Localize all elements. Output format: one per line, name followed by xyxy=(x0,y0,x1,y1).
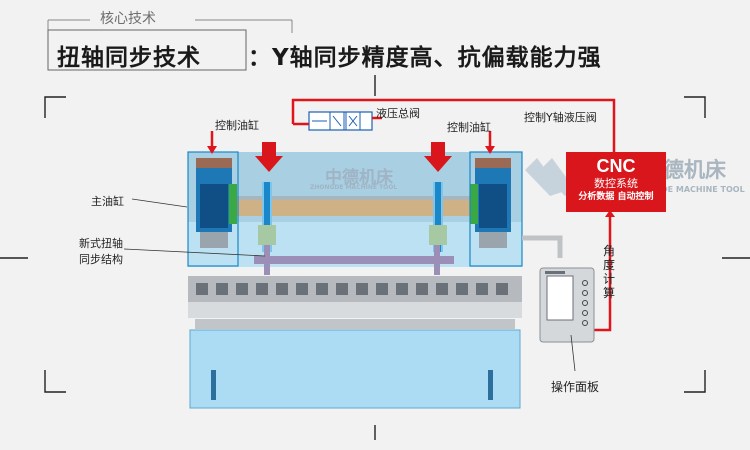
cnc-title: CNC xyxy=(596,156,636,176)
page-subtitle: ：Y轴同步精度高、抗偏载能力强 xyxy=(248,45,602,71)
cnc-subtitle: 数控系统 xyxy=(594,177,638,190)
main-cylinder-box-right xyxy=(469,151,523,267)
control-pipe xyxy=(522,235,563,258)
hydraulic-valve xyxy=(308,111,373,131)
section-tag: 核心技术 xyxy=(100,11,156,27)
ram-clamps xyxy=(196,283,508,295)
cnc-system-box: CNC 数控系统 分析数据 自动控制 xyxy=(566,152,666,212)
label-torsion-structure: 新式扭轴 同步结构 xyxy=(79,237,123,266)
label-control-panel: 操作面板 xyxy=(551,380,600,394)
control-rod-left xyxy=(258,182,276,252)
control-panel xyxy=(539,267,595,343)
page-title: 扭轴同步技术 xyxy=(57,45,201,71)
label-hydraulic-valve: 液压总阀 xyxy=(376,107,420,120)
table-slot-left xyxy=(211,370,216,400)
lower-die xyxy=(195,319,515,329)
beam-edge xyxy=(230,196,475,200)
title-box xyxy=(47,29,247,71)
beam-tan-band xyxy=(230,200,475,216)
right-main-cylinder xyxy=(470,158,511,248)
watermark-cn-right: 德机床 xyxy=(663,158,726,182)
leader-lines xyxy=(123,198,576,372)
cnc-features: 分析数据 自动控制 xyxy=(578,192,654,202)
left-main-cylinder xyxy=(196,158,237,248)
torsion-sync-structure xyxy=(254,245,454,275)
watermark-en-right: DE MACHINE TOOL xyxy=(661,185,745,194)
die-plate xyxy=(188,302,522,318)
pressure-arrows xyxy=(255,142,452,172)
label-main-cylinder: 主油缸 xyxy=(91,195,124,208)
table-slot-right xyxy=(488,370,493,400)
watermark-cn: 中德机床 xyxy=(325,168,393,188)
control-rod-right xyxy=(429,182,447,252)
label-y-axis-valve: 控制Y轴液压阀 xyxy=(524,111,597,124)
lower-table xyxy=(189,329,521,409)
header-frame xyxy=(47,19,293,71)
corner-brackets xyxy=(0,75,750,440)
label-angle-calc: 角度计算 xyxy=(602,244,615,300)
watermark-en: ZHONGDE MACHINE TOOL xyxy=(310,184,398,191)
label-control-cylinder-left: 控制油缸 xyxy=(215,119,259,132)
label-control-cylinder-right: 控制油缸 xyxy=(447,121,491,134)
